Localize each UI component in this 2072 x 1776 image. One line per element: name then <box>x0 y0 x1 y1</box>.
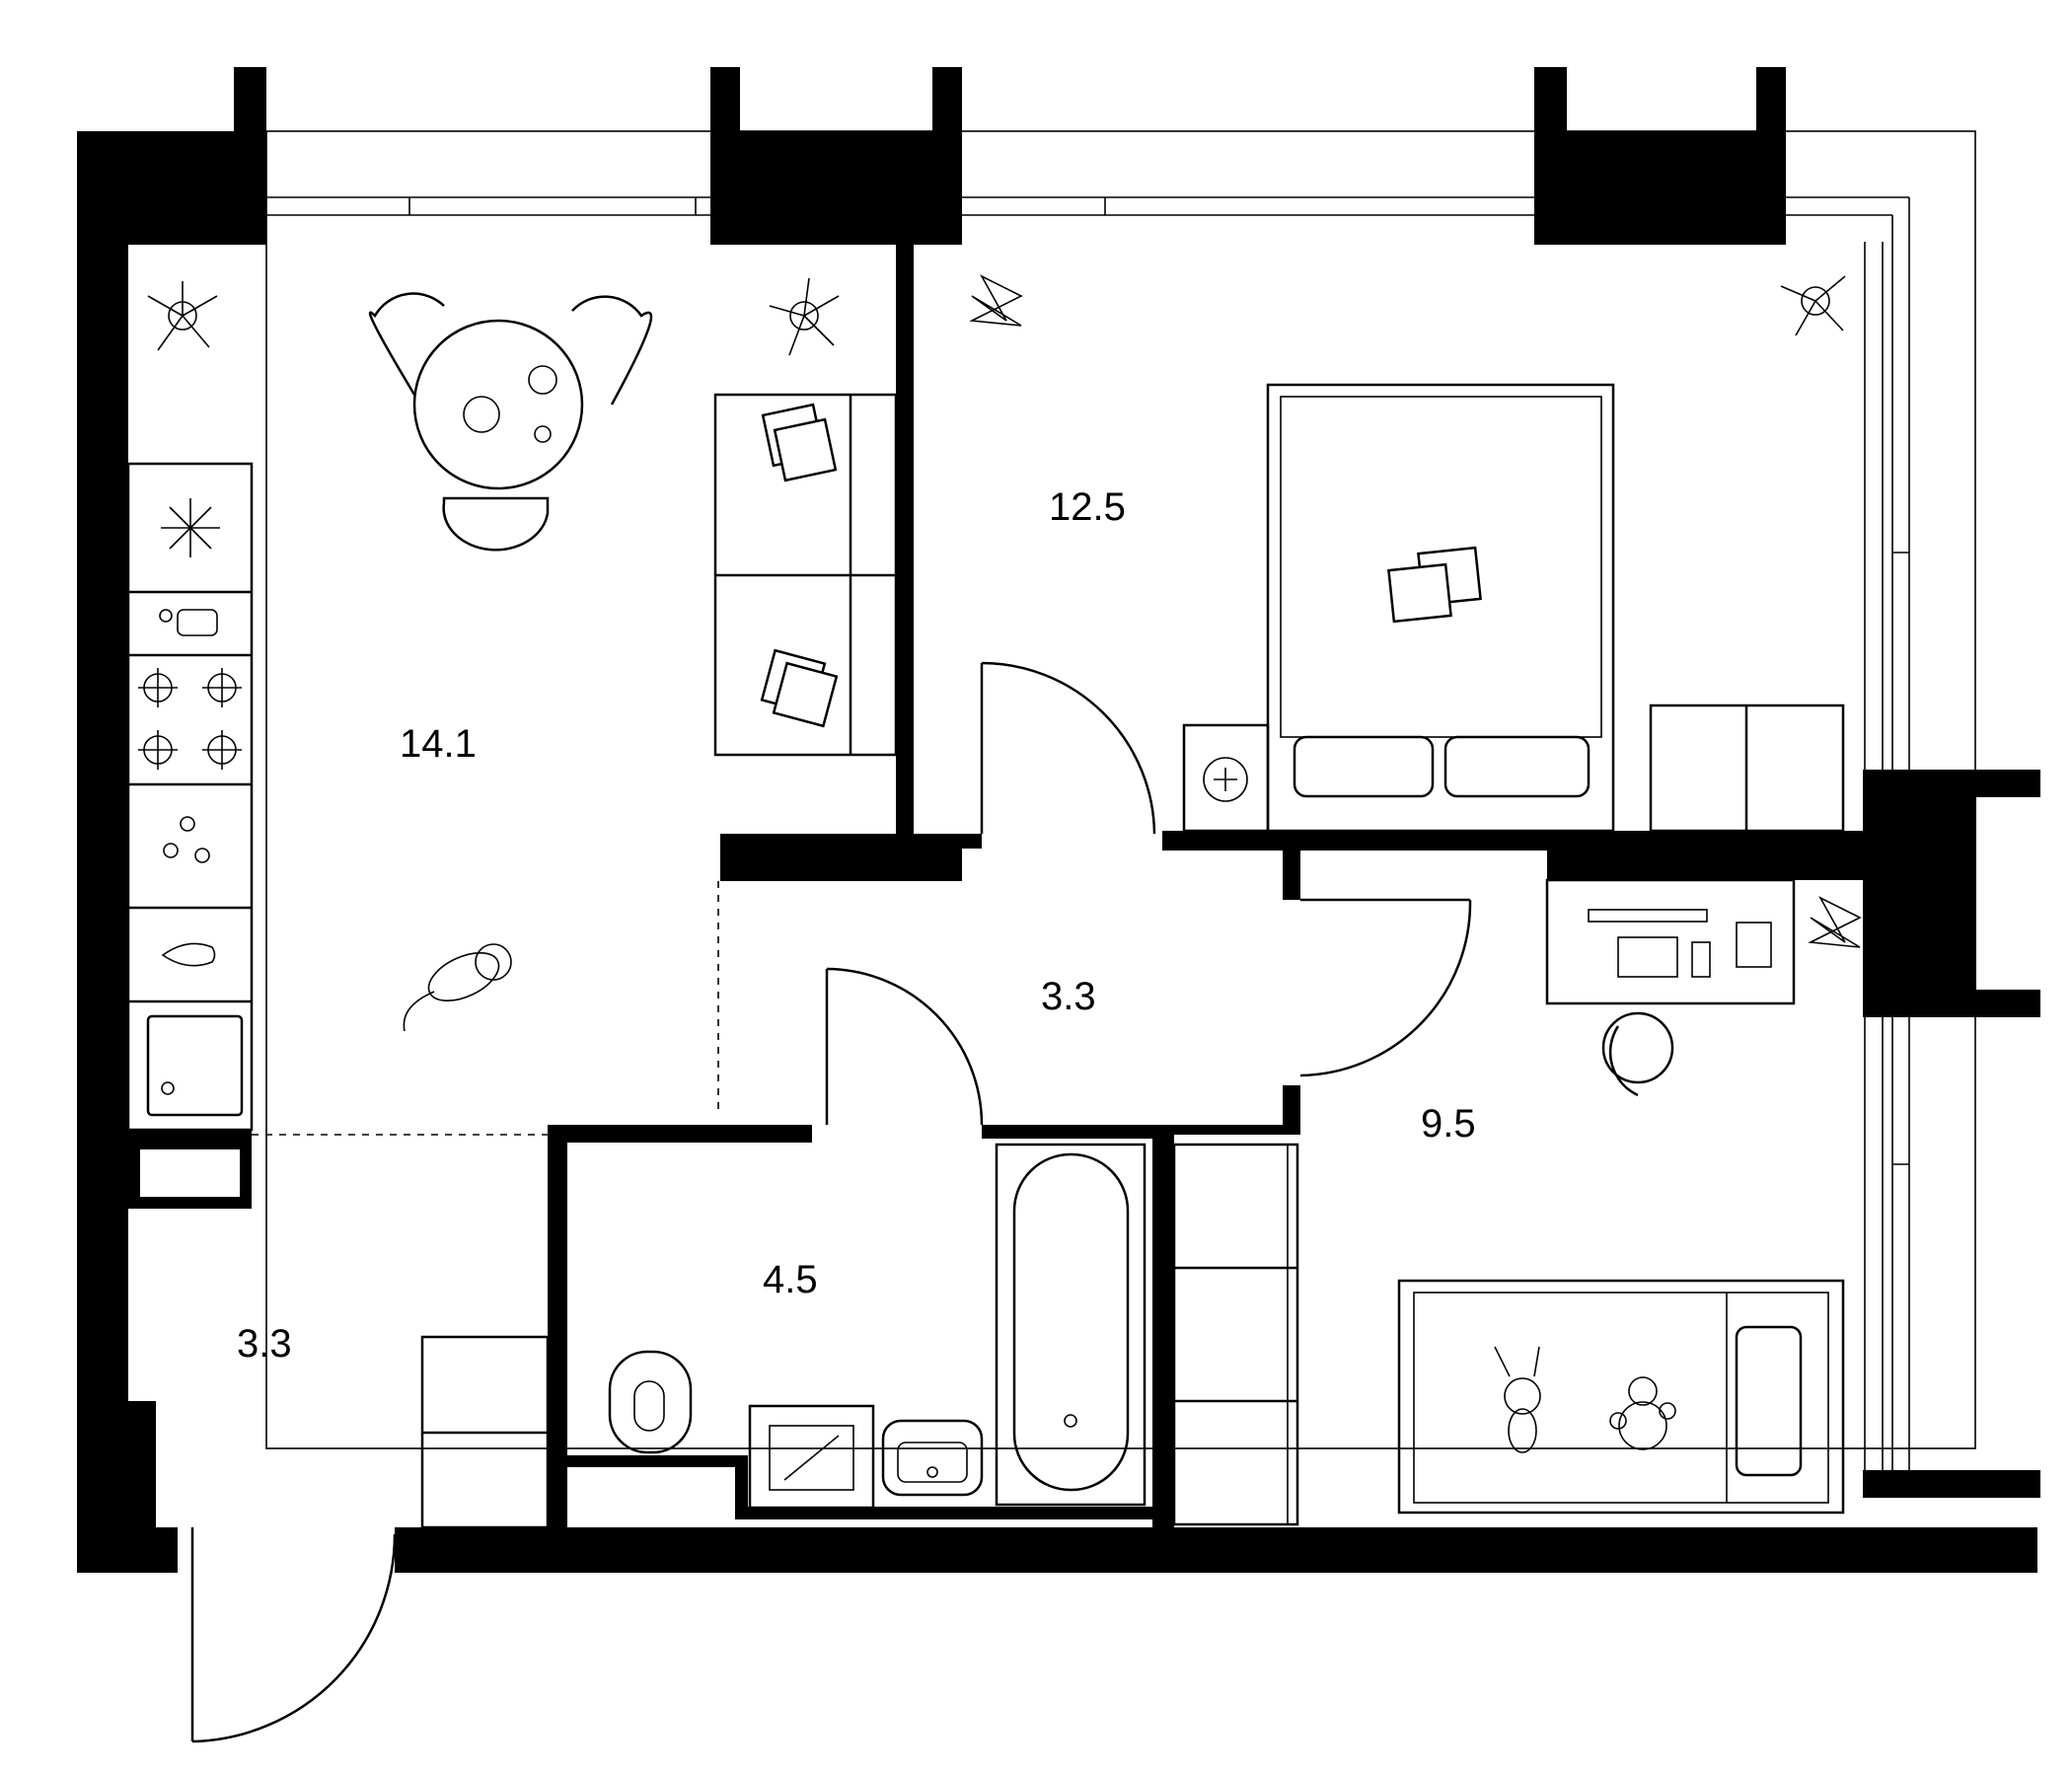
cutting-board-icon <box>159 609 218 636</box>
plant-icon <box>1808 896 1862 948</box>
room-area-bedroom: 12.5 <box>1049 485 1126 529</box>
kitchen-unit <box>126 462 254 1132</box>
sink-icon <box>881 1419 984 1497</box>
stove-icon <box>138 668 242 770</box>
plant-icon <box>969 274 1023 327</box>
fridge-icon <box>161 498 220 557</box>
cat-icon <box>403 943 512 1032</box>
plant-icon <box>1780 275 1846 336</box>
toy-icon <box>1494 1346 1541 1453</box>
room-area-bathroom: 4.5 <box>763 1258 818 1301</box>
office-chair-icon <box>1601 1011 1674 1097</box>
toy-icon <box>1609 1376 1676 1450</box>
doors <box>190 661 1472 1743</box>
bathtub-icon <box>995 1143 1147 1507</box>
sink-icon <box>146 1014 244 1117</box>
wardrobe-icon <box>1172 1143 1299 1526</box>
walls <box>77 67 2040 1573</box>
plant-icon <box>147 281 218 351</box>
pillow-icon <box>1387 546 1482 624</box>
room-area-kitchen-living: 14.1 <box>400 722 477 766</box>
washing-machine-icon <box>748 1404 875 1510</box>
plant-icon <box>769 277 840 356</box>
wardrobe-icon <box>1649 703 1845 833</box>
room-area-kids-room: 9.5 <box>1421 1102 1476 1146</box>
single-bed-icon <box>1397 1279 1845 1515</box>
washing-machine-icon <box>1182 723 1270 833</box>
wardrobe-icon <box>420 1335 550 1529</box>
room-area-hall: 3.3 <box>1041 975 1096 1018</box>
double-bed-icon <box>1266 383 1615 833</box>
sofa-icon <box>713 393 898 757</box>
toilet-icon <box>608 1350 693 1454</box>
desk-icon <box>1545 878 1796 1005</box>
window-frames <box>265 130 1976 1470</box>
pillow-icon <box>760 403 839 728</box>
spices-icon <box>163 816 210 863</box>
dining-table-icon <box>368 292 653 552</box>
sink-tap-icon <box>161 942 216 967</box>
room-area-entrance: 3.3 <box>237 1322 292 1366</box>
